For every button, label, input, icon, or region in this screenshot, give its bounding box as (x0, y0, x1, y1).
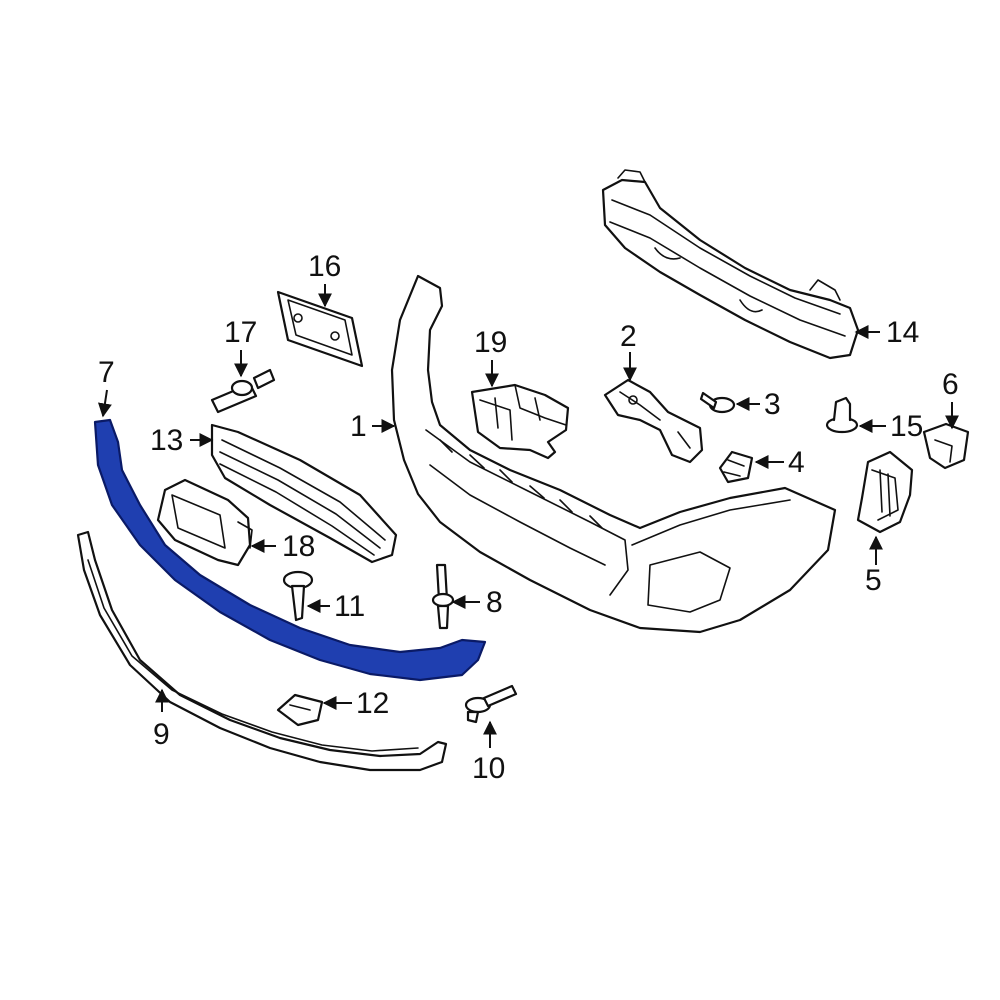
callout-5: 5 (865, 564, 882, 597)
callout-11: 11 (334, 590, 365, 623)
leader-lines (97, 284, 959, 748)
callout-14: 14 (886, 316, 919, 349)
callout-numbers: 1 2 3 4 5 6 7 8 9 10 11 12 13 14 15 16 1… (98, 250, 959, 785)
part-16-license-plate-bracket[interactable] (276, 290, 364, 368)
callout-1: 1 (350, 410, 367, 443)
callout-2: 2 (620, 320, 637, 353)
callout-15: 15 (890, 410, 923, 443)
part-12-nut-clip[interactable] (276, 693, 324, 727)
callout-12: 12 (356, 687, 389, 720)
part-11-bolt[interactable] (282, 570, 314, 622)
part-4-clip[interactable] (718, 450, 754, 484)
part-3-push-pin[interactable] (699, 391, 736, 414)
part-18-radar-sensor[interactable] (156, 478, 253, 567)
callout-16: 16 (308, 250, 341, 283)
callout-7: 7 (98, 356, 115, 389)
callout-8: 8 (486, 586, 503, 619)
callout-13: 13 (150, 424, 183, 457)
part-19-sensor-bracket[interactable] (470, 383, 570, 460)
part-6-clip[interactable] (922, 422, 970, 470)
part-1-bumper-cover[interactable] (390, 274, 837, 634)
callout-19: 19 (474, 326, 507, 359)
part-15-retainer[interactable] (825, 396, 859, 434)
part-2-bracket[interactable] (603, 378, 704, 464)
part-17-bolt[interactable] (210, 368, 276, 414)
leader-7 (97, 389, 112, 418)
part-14-reinforcement-beam[interactable] (601, 169, 860, 360)
callout-6: 6 (942, 368, 959, 401)
part-13-lower-grille[interactable] (210, 423, 398, 564)
callout-9: 9 (153, 718, 170, 751)
callout-17: 17 (224, 316, 257, 349)
part-10-stud[interactable] (464, 684, 518, 724)
callout-4: 4 (788, 446, 805, 479)
callout-10: 10 (472, 752, 505, 785)
callout-18: 18 (282, 530, 315, 563)
part-7-lower-valance[interactable] (93, 418, 487, 682)
callout-3: 3 (764, 388, 781, 421)
part-5-side-bracket[interactable] (856, 450, 914, 534)
part-8-stud[interactable] (431, 563, 455, 630)
